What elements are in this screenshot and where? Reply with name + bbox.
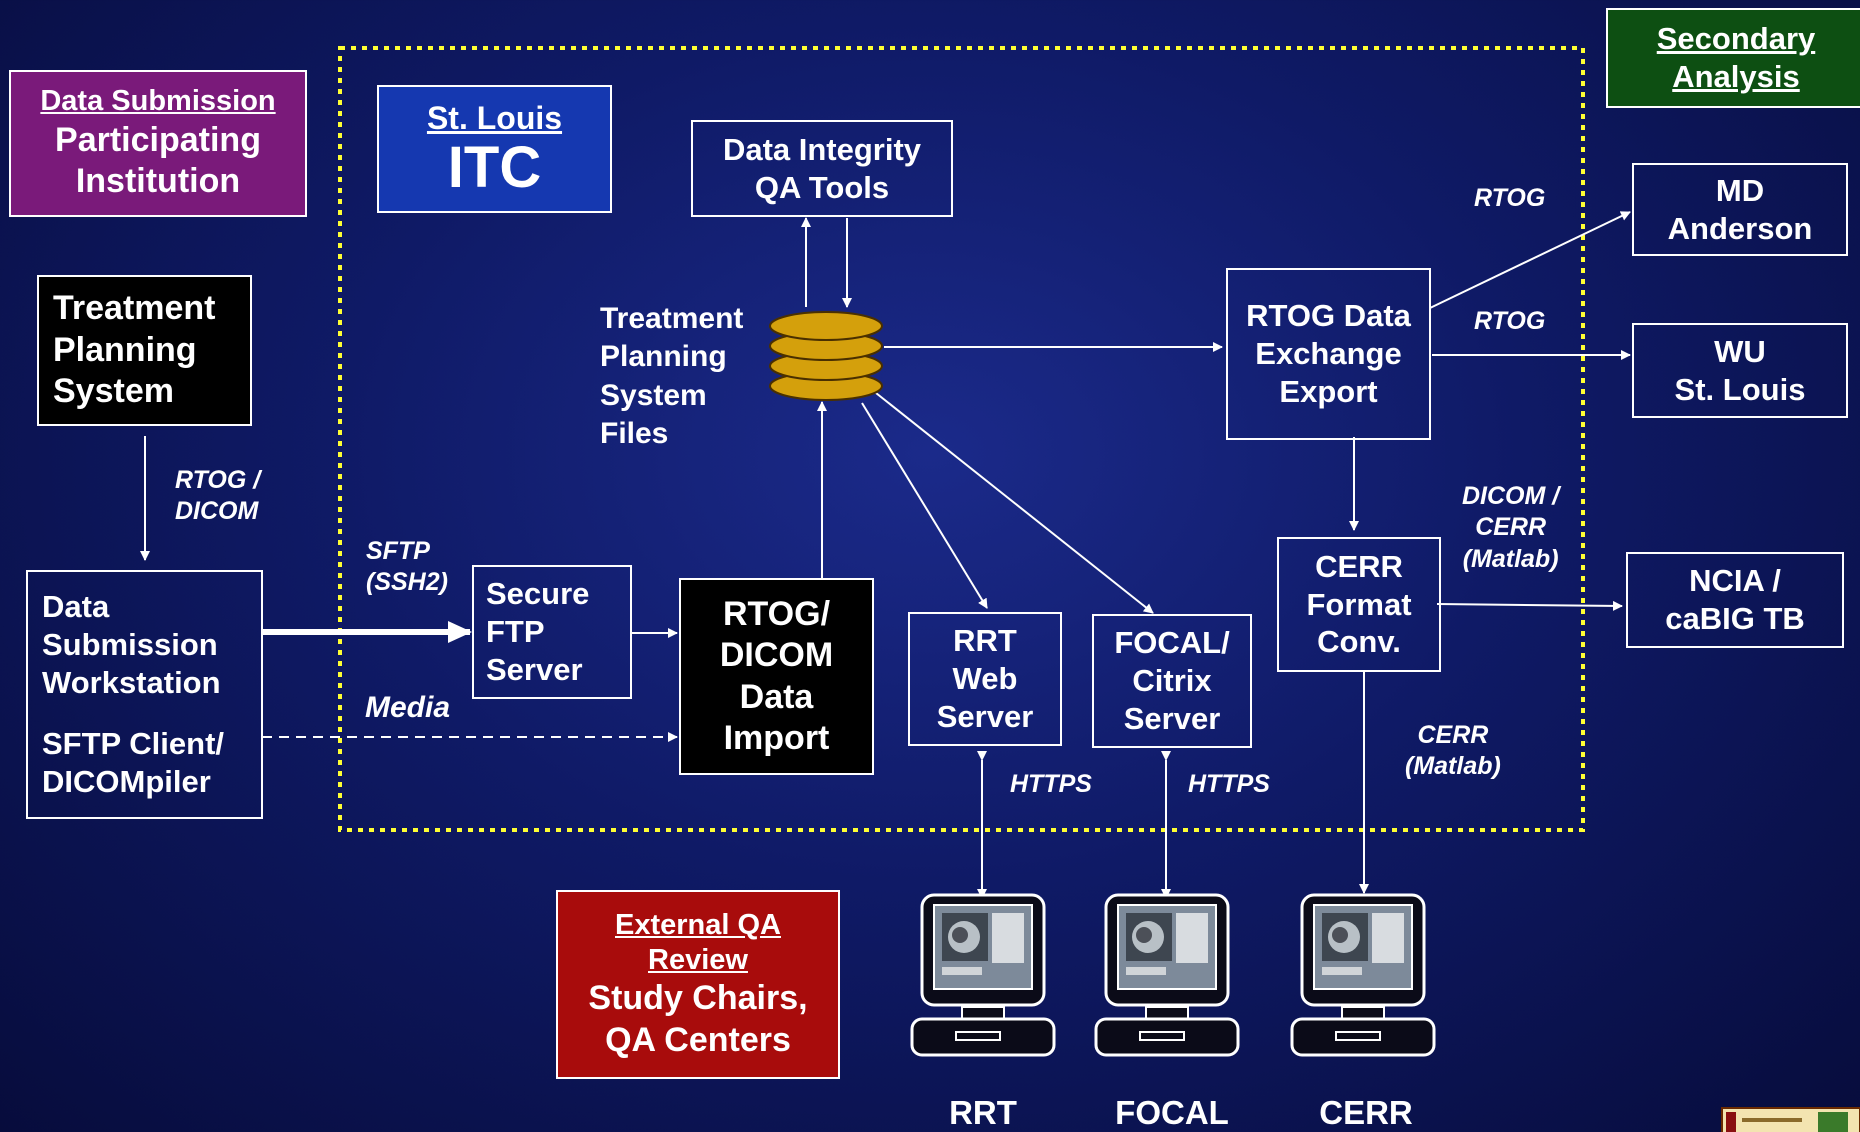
rtog-import-line-3: Data xyxy=(739,677,814,716)
focal-caption: FOCAL xyxy=(1115,1094,1229,1131)
cerr-matlab-label: CERR (Matlab) xyxy=(1405,720,1501,783)
secondary-analysis-box: Secondary Analysis xyxy=(1606,8,1860,108)
sftp-label-1: SFTP xyxy=(366,537,430,565)
rtog-import-line-1: RTOG/ xyxy=(722,594,831,633)
secure-ftp-server-box: Secure FTP Server xyxy=(472,565,632,699)
rrt-server-line-3: Server xyxy=(936,698,1034,734)
dicom-cerr-label-3: (Matlab) xyxy=(1462,544,1559,573)
st-louis-heading: St. Louis xyxy=(426,100,563,137)
database-icon xyxy=(769,311,883,401)
wu-st-louis-box: WU St. Louis xyxy=(1632,323,1848,418)
computer-icon xyxy=(1094,893,1240,1057)
workstation-line-5: DICOMpiler xyxy=(42,764,211,800)
ncia-cabig-box: NCIA / caBIG TB xyxy=(1626,552,1844,648)
tps-files-line-1: Treatment xyxy=(600,302,744,335)
dicom-cerr-label-1: DICOM / xyxy=(1462,482,1560,510)
rtog-import-line-4: Import xyxy=(723,718,830,757)
institution-label: Institution xyxy=(75,162,241,201)
external-qa-line-2: QA Centers xyxy=(605,1020,791,1059)
cerr-conv-line-1: CERR xyxy=(1315,548,1403,584)
workstation-line-3: Workstation xyxy=(42,664,221,700)
rrt-web-server-box: RRT Web Server xyxy=(908,612,1062,746)
tps-line-1: Treatment xyxy=(53,289,216,328)
tps-files-line-2: Planning xyxy=(600,340,727,374)
workstation-line-2: Submission xyxy=(42,626,218,662)
data-submission-heading: Data Submission xyxy=(40,85,276,118)
tps-line-3: System xyxy=(53,372,174,411)
wu-line-2: St. Louis xyxy=(1674,371,1806,407)
data-submission-box: Data Submission Participating Institutio… xyxy=(9,70,307,217)
tps-files-line-4: Files xyxy=(600,417,669,451)
participating-label: Participating xyxy=(55,120,261,159)
md-anderson-box: MD Anderson xyxy=(1632,163,1848,256)
wu-line-1: WU xyxy=(1714,333,1766,369)
rtog-dicom-label: RTOG / DICOM xyxy=(175,465,260,528)
tps-files-line-3: System xyxy=(600,378,707,412)
cerr-caption: CERR xyxy=(1319,1094,1413,1131)
itc-title: ITC xyxy=(447,135,542,201)
dicom-cerr-label: DICOM / CERR (Matlab) xyxy=(1462,481,1559,575)
treatment-planning-system-box: Treatment Planning System xyxy=(37,275,252,426)
rtog-label-mid: RTOG xyxy=(1474,307,1546,335)
data-integrity-line-1: Data Integrity xyxy=(722,131,922,167)
rtog-dicom-import-box: RTOG/ DICOM Data Import xyxy=(679,578,874,775)
sftp-ssh2-label: SFTP (SSH2) xyxy=(366,536,448,599)
rrt-caption: RRT xyxy=(949,1094,1017,1131)
dicom-cerr-label-2: CERR xyxy=(1475,513,1547,542)
rtog-label-top: RTOG xyxy=(1474,184,1546,212)
md-anderson-line-1: MD xyxy=(1715,172,1765,208)
analysis-label: Analysis xyxy=(1672,59,1800,94)
cerr-conv-line-3: Conv. xyxy=(1317,624,1401,660)
rrt-server-line-1: RRT xyxy=(953,623,1017,659)
rtog-export-line-2: Exchange xyxy=(1255,336,1402,372)
external-qa-review-box: External QA Review Study Chairs, QA Cent… xyxy=(556,890,840,1079)
computer-icon xyxy=(1290,893,1436,1057)
tps-line-2: Planning xyxy=(53,330,197,369)
sftp-label-2: (SSH2) xyxy=(366,568,448,597)
focal-server-line-2: Citrix xyxy=(1132,663,1212,699)
data-integrity-line-2: QA Tools xyxy=(754,169,890,205)
external-qa-line-1: Study Chairs, xyxy=(588,979,808,1018)
https-label-focal: HTTPS xyxy=(1188,770,1270,798)
focal-citrix-server-box: FOCAL/ Citrix Server xyxy=(1092,614,1252,748)
rtog-import-line-2: DICOM xyxy=(719,636,834,675)
cerr-conv-line-2: Format xyxy=(1306,586,1412,622)
focal-server-line-1: FOCAL/ xyxy=(1114,625,1230,661)
sftp-server-line-1: Secure xyxy=(486,576,590,612)
sftp-server-line-3: Server xyxy=(486,651,583,687)
rrt-server-line-2: Web xyxy=(952,661,1018,697)
external-qa-heading-2: Review xyxy=(648,944,748,977)
workstation-box: Data Submission Workstation SFTP Client/… xyxy=(26,570,263,819)
data-integrity-box: Data Integrity QA Tools xyxy=(691,120,953,217)
sftp-server-line-2: FTP xyxy=(486,614,545,650)
md-anderson-line-2: Anderson xyxy=(1667,210,1813,246)
focal-server-line-3: Server xyxy=(1123,700,1221,736)
rtog-export-line-3: Export xyxy=(1279,373,1378,409)
cerr-label-2: (Matlab) xyxy=(1405,752,1501,781)
media-label: Media xyxy=(365,691,451,724)
tps-files-label: Treatment Planning System Files xyxy=(600,300,743,454)
rtog-export-box: RTOG Data Exchange Export xyxy=(1226,268,1431,440)
st-louis-itc-box: St. Louis ITC xyxy=(377,85,612,213)
cerr-format-conv-box: CERR Format Conv. xyxy=(1277,537,1441,672)
rtog-dicom-label-1: RTOG / xyxy=(175,466,261,494)
https-label-rrt: HTTPS xyxy=(1010,770,1092,798)
computer-icon xyxy=(910,893,1056,1057)
workstation-line-4: SFTP Client/ xyxy=(42,726,225,762)
logo-icon xyxy=(1721,1107,1860,1132)
rtog-dicom-label-2: DICOM xyxy=(175,497,259,526)
ncia-line-1: NCIA / xyxy=(1689,563,1781,599)
ncia-line-2: caBIG TB xyxy=(1665,601,1805,636)
secondary-label: Secondary xyxy=(1656,21,1816,57)
rtog-export-line-1: RTOG Data xyxy=(1246,298,1411,334)
cerr-label-1: CERR xyxy=(1417,721,1489,749)
external-qa-heading-1: External QA xyxy=(615,908,781,941)
workstation-line-1: Data xyxy=(42,588,110,624)
